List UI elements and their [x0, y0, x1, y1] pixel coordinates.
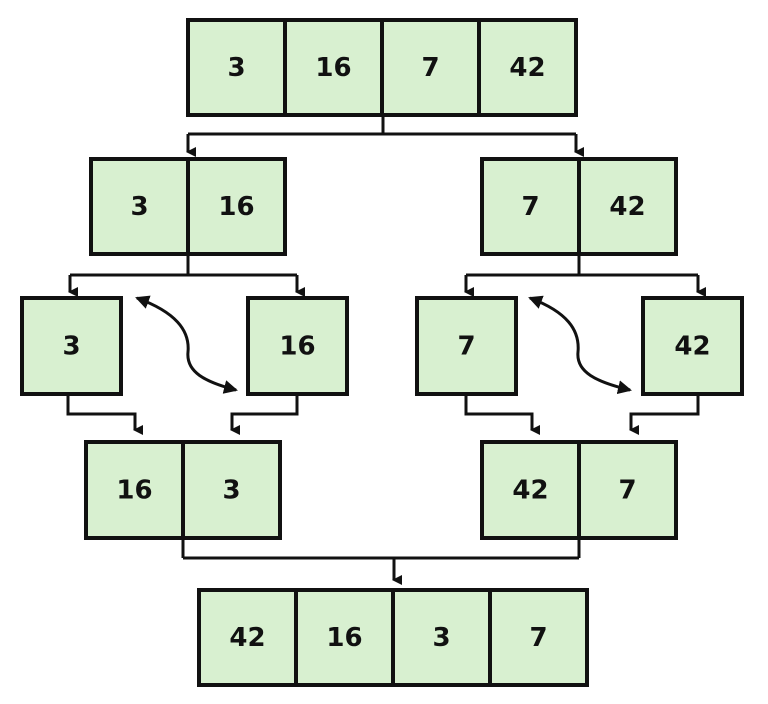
row-input: 3 16 7 42: [186, 18, 578, 117]
cell-box: [20, 296, 123, 396]
row-split-left-b: 16: [246, 296, 349, 396]
cell-value: 3: [62, 332, 80, 362]
cell-box: [391, 588, 492, 687]
cell-value: 42: [229, 623, 265, 653]
row-merged-left: 16 3: [84, 440, 282, 540]
cell-value: 3: [227, 53, 245, 83]
swap-arrow-left: [135, 295, 238, 394]
cell-value: 16: [279, 332, 315, 362]
cell-groups: 3 16 7 42 3 16 7 42 3 16 7 42 16 3 42 7 42 16 3 7: [20, 18, 744, 687]
cell-value: 42: [674, 332, 710, 362]
cell-box: [246, 296, 349, 396]
cell-value: 3: [432, 623, 450, 653]
arrow-right-b-to-merged: [629, 394, 700, 435]
row-split-right-a: 7: [415, 296, 518, 396]
cell-value: 7: [421, 53, 439, 83]
cell-value: 16: [116, 476, 152, 506]
row-split-left-a: 3: [20, 296, 123, 396]
cell-box: [197, 588, 298, 687]
cell-box: [480, 440, 581, 540]
cell-value: 42: [609, 192, 645, 222]
cell-value: 16: [326, 623, 362, 653]
arrow-left-b-to-merged: [230, 394, 299, 435]
cell-box: [477, 18, 578, 117]
cell-value: 7: [618, 476, 636, 506]
cell-value: 3: [222, 476, 240, 506]
cell-value: 7: [521, 192, 539, 222]
row-right-pair: 7 42: [480, 157, 678, 256]
cell-box: [577, 157, 678, 256]
row-merged-right: 42 7: [480, 440, 678, 540]
row-split-right-b: 42: [641, 296, 744, 396]
cell-box: [181, 440, 282, 540]
cell-box: [488, 588, 589, 687]
cell-value: 42: [509, 53, 545, 83]
cell-box: [294, 588, 395, 687]
cell-value: 42: [512, 476, 548, 506]
cell-box: [415, 296, 518, 396]
cell-box: [283, 18, 384, 117]
cell-value: 16: [315, 53, 351, 83]
row-left-pair: 3 16: [89, 157, 287, 256]
cell-value: 7: [457, 332, 475, 362]
cell-box: [84, 440, 185, 540]
cell-box: [186, 18, 287, 117]
cell-value: 16: [218, 192, 254, 222]
swap-arrow-right: [528, 295, 632, 395]
arrow-left-a-to-merged: [66, 394, 143, 435]
cell-value: 7: [529, 623, 547, 653]
connector-lines: [66, 114, 706, 585]
arrow-right-a-to-merged: [464, 394, 540, 435]
cell-value: 3: [130, 192, 148, 222]
cell-box: [577, 440, 678, 540]
row-output: 42 16 3 7: [197, 588, 589, 687]
cell-box: [186, 157, 287, 256]
cell-box: [641, 296, 744, 396]
